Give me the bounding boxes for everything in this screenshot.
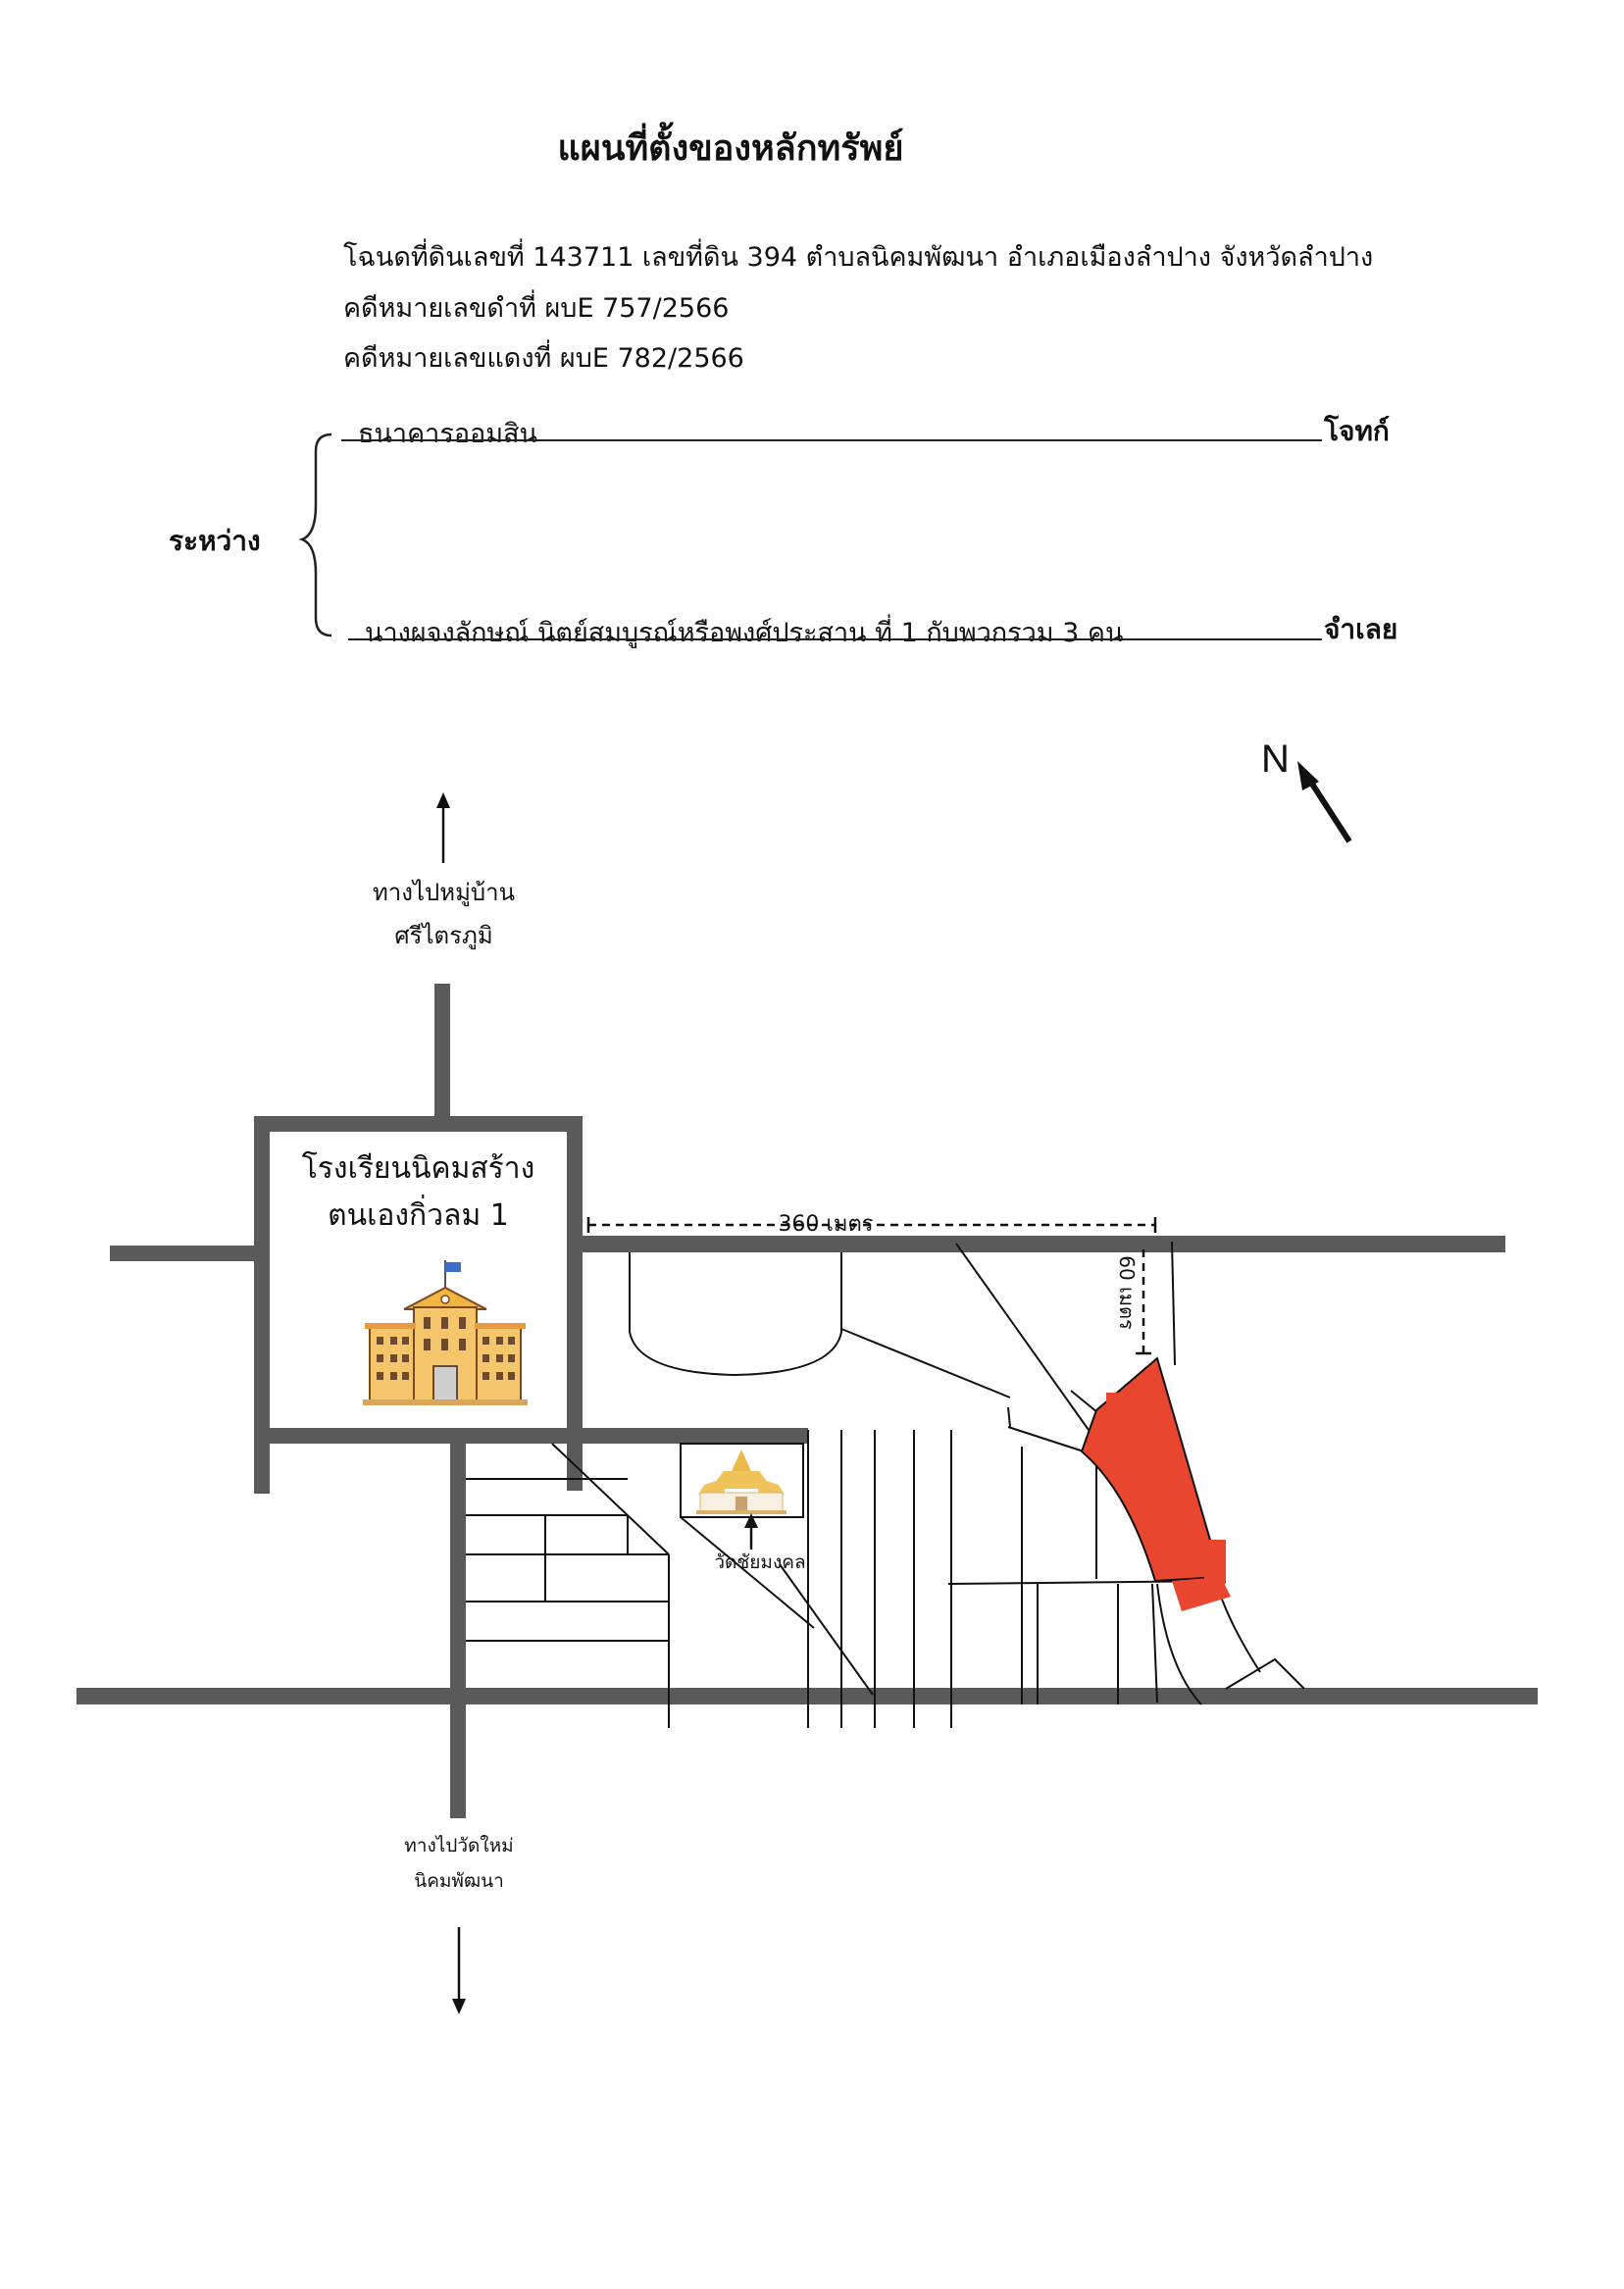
- to-temple-label: ทางไปวัดใหม่ นิคมพัฒนา: [361, 1828, 557, 1899]
- to-village-label: ทางไปหมู่บ้าน ศรีไตรภูมิ: [324, 871, 564, 957]
- school-building-icon: [363, 1260, 528, 1405]
- north-arrow-icon: [1297, 761, 1352, 843]
- road-west-spur: [110, 1246, 257, 1261]
- road-vertical-south: [450, 1428, 466, 1818]
- school-name-line1: โรงเรียนนิคมสร้าง: [301, 1151, 535, 1186]
- parcel-lines: [466, 1241, 1305, 1728]
- plaintiff-role: โจทก์: [1324, 415, 1390, 447]
- school-block-right: [567, 1116, 583, 1491]
- subject-parcel: [1080, 1356, 1231, 1611]
- school-block-left: [254, 1116, 270, 1494]
- to-village-line1: ทางไปหมู่บ้าน: [372, 879, 516, 906]
- school-name-line2: ตนเองกิ่วลม 1: [328, 1198, 509, 1233]
- school-block-bottom: [254, 1428, 808, 1444]
- party-brace: [298, 432, 332, 637]
- dimension-width-line: [586, 1217, 1157, 1233]
- temple-arrow-icon: [744, 1513, 758, 1550]
- road-top-main: [583, 1236, 1505, 1252]
- page-title: แผนที่ตั้งของหลักทรัพย์: [557, 128, 904, 169]
- up-arrow-icon: [436, 792, 450, 863]
- plaintiff-name: ธนาคารออมสิน: [358, 419, 537, 449]
- defendant-name: นางผจงลักษณ์ นิตย์สมบูรณ์หรือพงศ์ประสาน …: [365, 618, 1124, 648]
- temple-icon: [696, 1450, 787, 1514]
- red-case-number: คดีหมายเลขแดงที่ ผบE 782/2566: [343, 343, 744, 374]
- plaintiff-underline: [341, 439, 1322, 441]
- dimension-depth-label: 60 เมตร: [1115, 1255, 1139, 1330]
- black-case-number: คดีหมายเลขดำที่ ผบE 757/2566: [343, 293, 730, 324]
- deed-line: โฉนดที่ดินเลขที่ 143711 เลขที่ดิน 394 ตำ…: [343, 242, 1374, 273]
- to-temple-line2: นิคมพัฒนา: [414, 1870, 504, 1892]
- dimension-width-label: 360 เมตร: [778, 1212, 873, 1237]
- dimension-depth-line: [1136, 1249, 1151, 1355]
- to-village-line2: ศรีไตรภูมิ: [394, 922, 493, 949]
- road-north-spur: [434, 984, 450, 1143]
- defendant-underline: [348, 638, 1322, 640]
- school-block-top: [254, 1116, 583, 1132]
- defendant-role: จำเลย: [1324, 613, 1398, 645]
- temple-label: วัดชัยมงคล: [714, 1551, 806, 1573]
- north-label: N: [1261, 738, 1290, 781]
- down-arrow-icon: [452, 1927, 466, 2014]
- to-temple-line1: ทางไปวัดใหม่: [404, 1835, 514, 1857]
- school-label: โรงเรียนนิคมสร้าง ตนเองกิ่วลม 1: [270, 1145, 567, 1240]
- between-label: ระหว่าง: [169, 525, 261, 557]
